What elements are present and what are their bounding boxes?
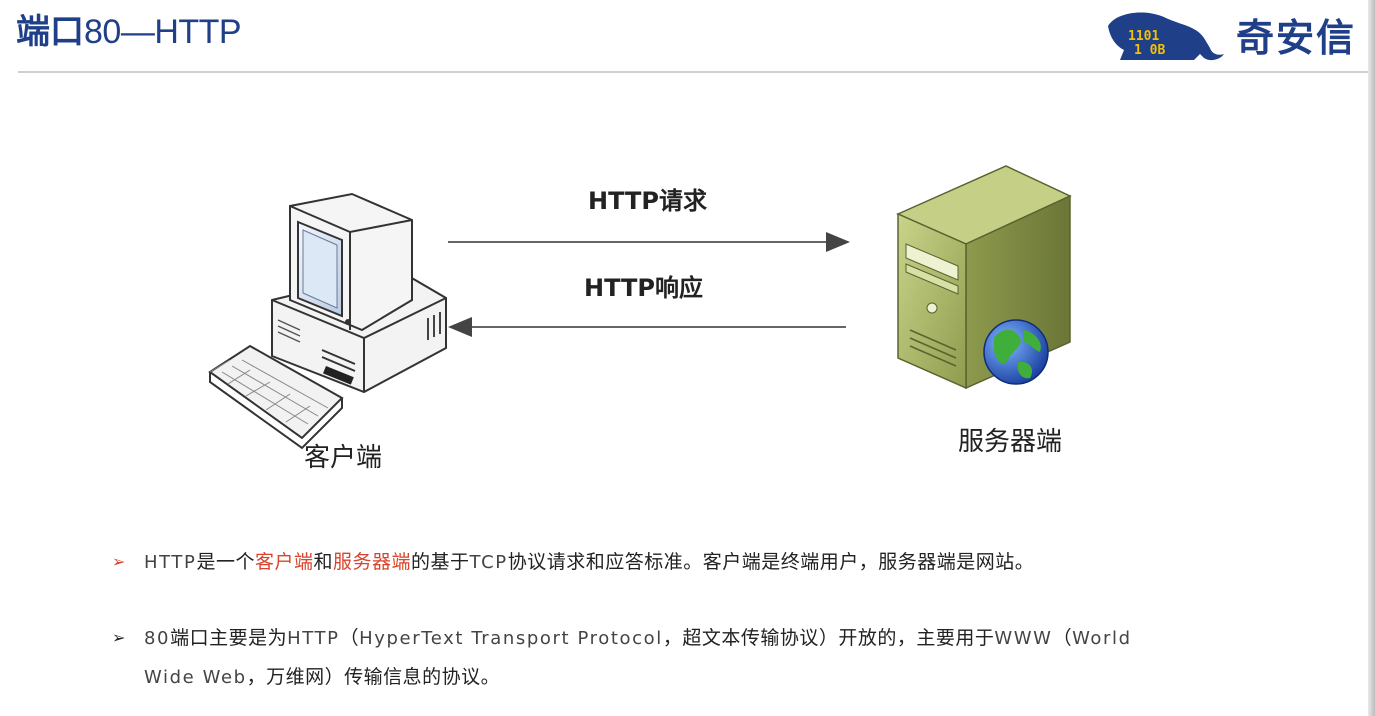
text-segment: 80 (144, 628, 171, 649)
bullet-marker-icon: ➢ (112, 628, 126, 647)
leopard-logo-icon: 1101 1 0B (1108, 12, 1224, 61)
text-segment: 和 (313, 551, 334, 573)
text-segment: 协议请求和应答标准。客户端是终端用户，服务器端是网站。 (507, 551, 1035, 573)
bullet-marker-icon: ➢ (112, 552, 126, 571)
text-segment: HTTP (287, 628, 340, 649)
title-divider (18, 71, 1368, 73)
text-segment: ，超文本传输协议）开放的，主要用于 (662, 627, 995, 649)
bullet-line-1: 80端口主要是为HTTP（HyperText Transport Protoco… (144, 622, 1337, 655)
text-segment: 的基于 (411, 551, 470, 573)
text-segment: HyperText Transport Protocol (359, 628, 663, 649)
server-label: 服务器端 (958, 427, 1063, 457)
title-bold-part: 端口 (16, 12, 84, 52)
bullet-text: 80端口主要是为HTTP（HyperText Transport Protoco… (144, 622, 1337, 694)
text-segment-server: 服务器端 (333, 551, 412, 573)
bullet-http-definition: ➢ HTTP是一个客户端和服务器端的基于TCP协议请求和应答标准。客户端是终端用… (112, 546, 1337, 579)
request-label: HTTP请求 (588, 187, 707, 215)
svg-text:1 0B: 1 0B (1134, 43, 1165, 58)
text-segment: 是一个 (196, 551, 255, 573)
brand-logo: 1101 1 0B 奇安信 (1106, 8, 1368, 64)
title-light-part: 80—HTTP (84, 13, 242, 51)
slide-title: 端口80—HTTP (16, 12, 242, 52)
text-segment: 端口主要是为 (170, 627, 288, 649)
right-edge-strip (1368, 0, 1375, 716)
text-segment: HTTP (144, 552, 197, 573)
text-segment: Wide Web (144, 667, 247, 688)
bullet-text: HTTP是一个客户端和服务器端的基于TCP协议请求和应答标准。客户端是终端用户，… (144, 546, 1337, 579)
bullet-line-2: Wide Web，万维网）传输信息的协议。 (144, 661, 1337, 694)
text-segment: （ (1052, 627, 1073, 649)
text-segment-tcp: TCP (469, 552, 508, 573)
logo-wordmark: 奇安信 (1236, 16, 1357, 60)
bullet-port-80-purpose: ➢ 80端口主要是为HTTP（HyperText Transport Proto… (112, 622, 1337, 694)
client-label: 客户端 (304, 443, 383, 473)
text-segment-client: 客户端 (254, 551, 314, 573)
globe-icon (983, 319, 1049, 385)
text-segment: （ (339, 627, 360, 649)
desktop-computer-icon (208, 192, 447, 450)
response-label: HTTP响应 (584, 274, 703, 302)
text-segment: World (1072, 628, 1132, 649)
text-segment: WWW (994, 628, 1053, 649)
text-segment: ，万维网）传输信息的协议。 (246, 666, 501, 688)
svg-text:1101: 1101 (1128, 29, 1159, 44)
